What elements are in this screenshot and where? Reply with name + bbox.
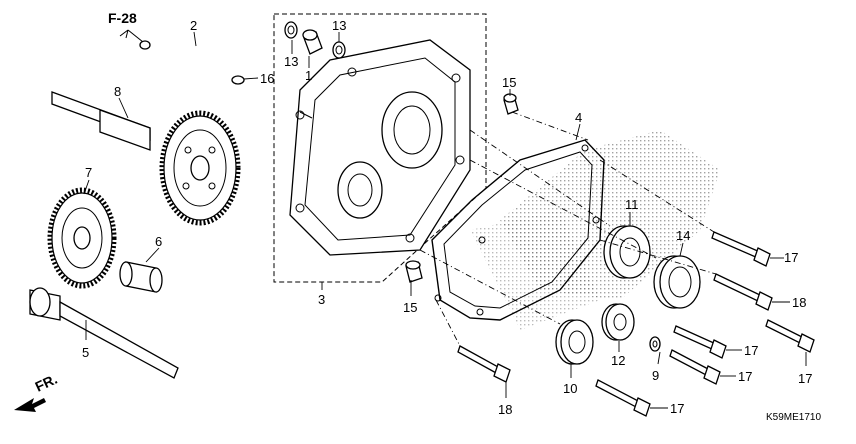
drawing-code: K59ME1710 [766,412,821,423]
callout-13-right: 13 [332,18,346,33]
part-6-pinion [119,261,163,293]
callout-15-top: 15 [502,75,516,90]
bolt-18-bottom [457,345,511,383]
part-13-seal-right [332,41,346,59]
front-direction-label: FR. [33,371,60,395]
callout-13-left: 13 [284,54,298,69]
alignment-lines [419,111,717,347]
part-3-transmission-case [273,13,487,283]
callout-12: 12 [611,353,625,368]
callout-15-bottom: 15 [403,300,417,315]
callout-17-b: 17 [744,343,758,358]
callout-7: 7 [85,165,92,180]
part-12-bearing [601,303,635,341]
front-arrow-icon [14,398,46,412]
leader-lines [83,31,807,409]
bolt-17-lower [669,349,721,385]
callout-17-a: 17 [784,250,798,265]
callout-10: 10 [563,381,577,396]
part-1-sleeve [302,29,323,55]
part-15-dowel-bottom [405,260,423,283]
part-15-dowel-top [503,93,519,115]
callout-6: 6 [155,234,162,249]
callout-17-c: 17 [738,369,752,384]
part-2-breather-tube [139,40,242,81]
part-10-bearing [555,319,594,365]
callout-16: 16 [260,71,274,86]
callout-11: 11 [625,197,639,212]
callout-3: 3 [318,292,325,307]
bolt-17-right [765,319,815,353]
bolt-17-middle [673,325,727,359]
part-8-shaft-gear [51,91,241,226]
part-7-gear [47,187,117,289]
callout-18-bottom: 18 [498,402,512,417]
callout-14: 14 [676,228,690,243]
front-direction-indicator: FR. [14,371,60,412]
background-shading [470,130,720,330]
part-13-seal-left [284,21,298,39]
reference-arrow-icon [119,29,129,39]
callout-18-right: 18 [792,295,806,310]
bolt-17-bottom [595,379,651,417]
part-4-gasket [431,139,605,321]
callout-8: 8 [114,84,121,99]
bolt-18-right [713,273,773,311]
callout-4: 4 [575,110,582,125]
part-14-oil-seal [653,255,701,309]
callout-5: 5 [82,345,89,360]
reference-label: F-28 [108,10,137,26]
part-9-washer [649,336,661,352]
callouts: 2 16 8 7 6 5 13 1 13 15 4 11 14 17 18 17… [82,18,812,417]
part-5-drive-shaft [29,287,179,379]
callout-9: 9 [652,368,659,383]
bolt-17-top [711,231,771,267]
reference-f28: F-28 [108,10,149,47]
callout-17-d: 17 [798,371,812,386]
part-16-clip [231,75,259,85]
callout-17-e: 17 [670,401,684,416]
callout-1: 1 [305,68,312,83]
callout-2: 2 [190,18,197,33]
